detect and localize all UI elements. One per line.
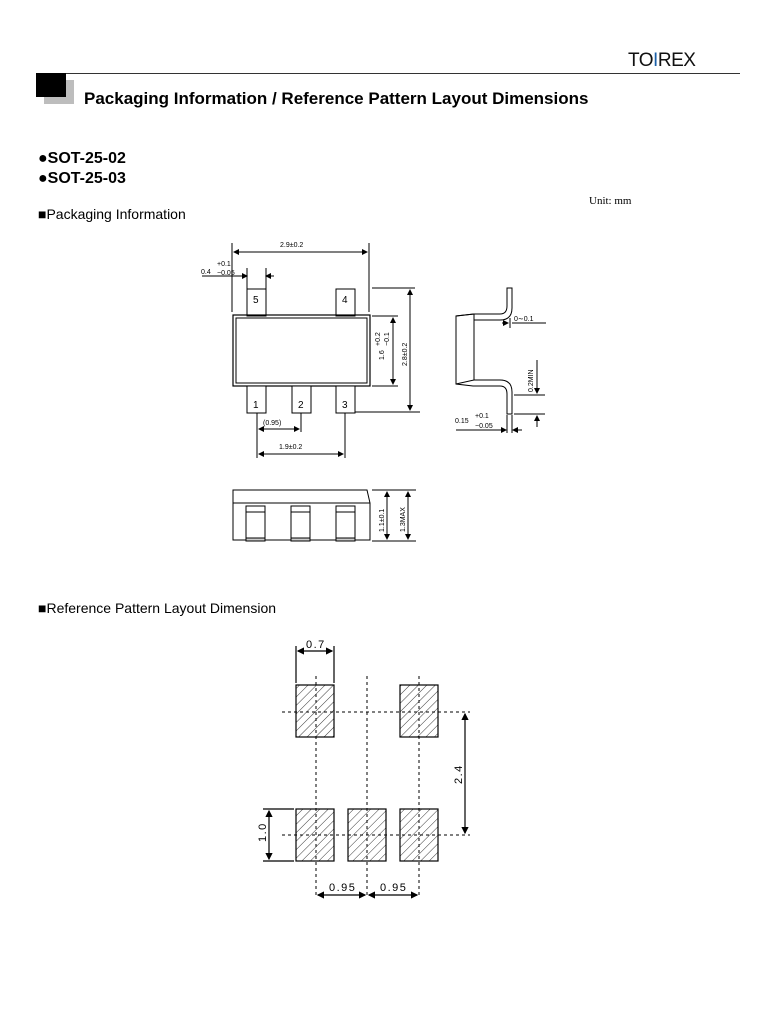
- dim-body-height: 1.6: [379, 350, 386, 360]
- dim-overall-height: 2.8±0.2: [402, 343, 409, 366]
- dim-lead-thickness-tol-plus: +0.1: [475, 413, 489, 420]
- dim-body-height-tol-minus: −0.1: [384, 332, 391, 346]
- top-view: [202, 243, 420, 458]
- side-view: [455, 287, 546, 433]
- heading-square-icon: [36, 73, 66, 97]
- dim-pitch: (0.95): [263, 420, 281, 427]
- unit-label: Unit: mm: [589, 195, 632, 207]
- dim-lead-width-tol-minus: −0.05: [217, 270, 235, 277]
- pin-4-label: 4: [342, 295, 348, 306]
- dim-lead-thickness-tol-minus: −0.05: [475, 423, 493, 430]
- dim-standoff: 0∼0.1: [514, 316, 534, 323]
- dim-lead-thickness: 0.15: [455, 418, 469, 425]
- dim-body-height-tol-plus: +0.2: [375, 332, 382, 346]
- dim-body-thickness: 1.1±0.1: [379, 509, 386, 532]
- pin-3-label: 3: [342, 400, 348, 411]
- dim-lead-length: 0.2MIN: [528, 369, 535, 392]
- header-rule: [38, 73, 740, 74]
- pin-5-label: 5: [253, 295, 259, 306]
- page-title: Packaging Information / Reference Patter…: [84, 89, 589, 108]
- dim-overall-width: 2.9±0.2: [280, 242, 303, 249]
- model-sot-25-02: ●SOT-25-02: [38, 150, 126, 167]
- pin-2-label: 2: [298, 400, 304, 411]
- dim-lead-width-tol-plus: +0.1: [217, 261, 231, 268]
- logo-part: R: [657, 50, 672, 71]
- logo-part: TO: [628, 50, 654, 71]
- dim-lead-width: 0.4: [201, 269, 211, 276]
- dim-max-height: 1.3MAX: [400, 507, 407, 532]
- pin-1-label: 1: [253, 400, 259, 411]
- front-view: [232, 489, 416, 542]
- dim-pin-span: 1.9±0.2: [279, 444, 302, 451]
- logo-part: EX: [671, 50, 696, 71]
- logo-part: I: [653, 50, 658, 71]
- model-sot-25-03: ●SOT-25-03: [38, 170, 126, 187]
- company-logo: TOIREX: [628, 50, 696, 72]
- section-title-reference-pattern: ■Reference Pattern Layout Dimension: [38, 600, 277, 616]
- section-title-packaging: ■Packaging Information: [38, 206, 186, 222]
